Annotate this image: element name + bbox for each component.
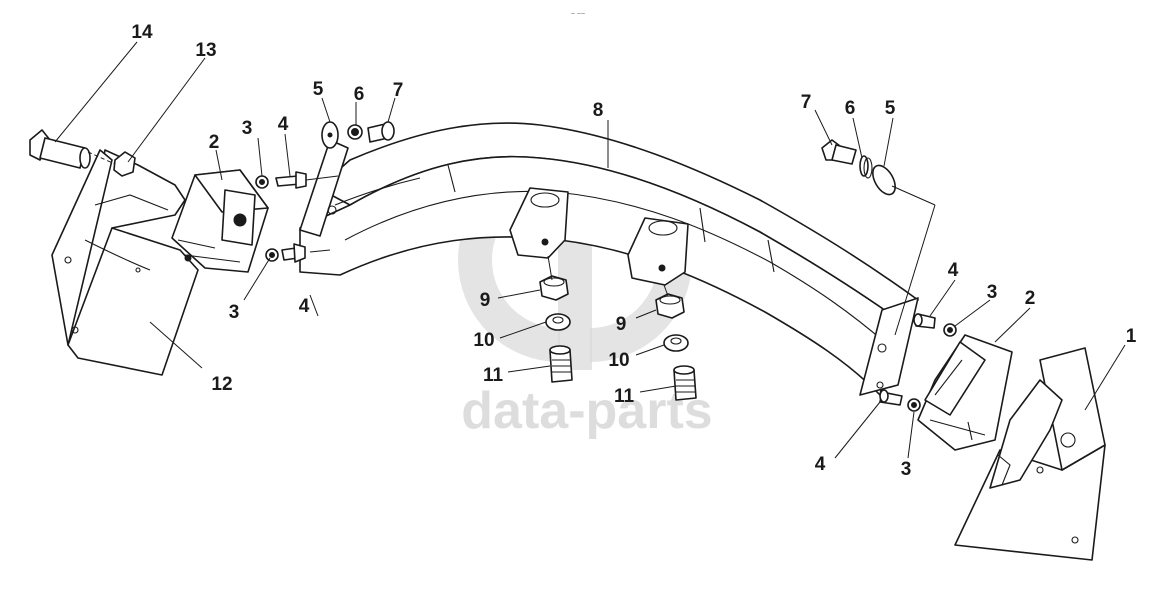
washer-part-10-center-left — [545, 313, 571, 331]
callout-4-left-lower: 4 — [299, 296, 310, 317]
washer-part-10-center-right — [663, 334, 689, 352]
nut-part-9-center-left — [539, 275, 569, 301]
nut-part-3-left-lower — [265, 248, 279, 262]
nut-part-3-right-upper — [943, 323, 957, 337]
callout-9-right: 9 — [616, 314, 627, 335]
callout-labels: 14 13 2 3 4 5 6 7 3 4 12 8 9 10 11 9 10 … — [131, 22, 1136, 480]
right-bracket-part-1 — [954, 347, 1106, 561]
callout-7-right: 7 — [801, 92, 812, 113]
assembly-center-lines — [87, 151, 936, 336]
callout-2-left: 2 — [209, 132, 220, 153]
bolt-part-4-right-lower — [879, 389, 903, 406]
bolt-part-14 — [29, 129, 91, 169]
callout-4-right-upper: 4 — [948, 260, 959, 281]
right-rubber-mount-part-2 — [917, 334, 1013, 451]
nut-part-9-center-right — [655, 293, 685, 319]
corner-mark: ~ ~~ — [571, 11, 585, 18]
lock-washer-part-6-right — [859, 155, 873, 179]
callout-4-right-lower: 4 — [815, 454, 826, 475]
leader-lines — [54, 41, 1126, 459]
nut-part-13 — [113, 151, 136, 177]
callout-11-left: 11 — [483, 365, 504, 386]
callout-3-right-lower: 3 — [901, 459, 912, 480]
bolt-part-7-left — [367, 121, 395, 143]
callout-8: 8 — [593, 100, 604, 121]
nut-part-3-right-lower — [907, 398, 921, 412]
washer-part-5-left — [321, 121, 339, 149]
bolt-part-4-right-upper — [913, 313, 936, 329]
callout-10-right: 10 — [608, 350, 629, 371]
lock-washer-part-6-left — [347, 124, 363, 140]
callout-1: 1 — [1126, 326, 1137, 347]
bolt-part-4-left-lower — [281, 243, 306, 263]
callout-2-right: 2 — [1025, 288, 1036, 309]
callout-3-left-lower: 3 — [229, 302, 240, 323]
callout-5-left: 5 — [313, 79, 324, 100]
callout-10-left: 10 — [473, 330, 494, 351]
washer-part-5-right — [872, 164, 896, 196]
bolt-part-7-right — [821, 139, 857, 165]
callout-5-right: 5 — [885, 98, 896, 119]
bolt-part-4-left-upper — [275, 171, 307, 189]
callout-3-left-upper: 3 — [242, 118, 253, 139]
stud-part-11-center-right — [673, 365, 697, 401]
callout-4-left-upper: 4 — [278, 114, 289, 135]
watermark-text: data-parts — [461, 382, 712, 440]
callout-12: 12 — [211, 374, 232, 395]
left-bracket-part-12 — [51, 149, 199, 376]
callout-6-right: 6 — [845, 98, 856, 119]
stud-part-11-center-left — [549, 345, 573, 383]
nut-part-3-left-upper — [255, 175, 269, 189]
callout-13: 13 — [195, 40, 216, 61]
callout-6-left: 6 — [354, 84, 365, 105]
callout-9-left: 9 — [480, 290, 491, 311]
callout-11-right: 11 — [614, 386, 635, 407]
callout-3-right-upper: 3 — [987, 282, 998, 303]
callout-14: 14 — [131, 22, 153, 43]
callout-7-left: 7 — [393, 80, 404, 101]
crossmember-beam-part-8 — [299, 122, 919, 396]
left-rubber-mount-part-2 — [171, 169, 269, 273]
